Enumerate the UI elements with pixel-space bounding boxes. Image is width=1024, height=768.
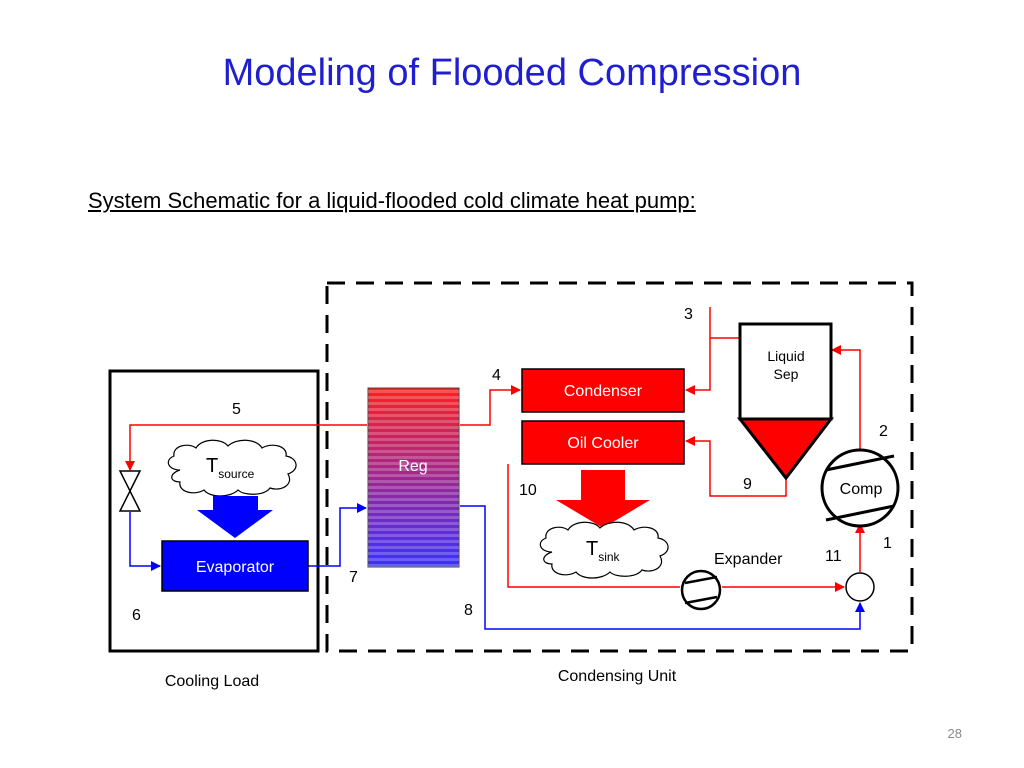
heat-in-arrow: [197, 496, 273, 538]
liquid-separator: [736, 322, 835, 481]
slide-title: Modeling of Flooded Compression: [222, 52, 802, 94]
t-source-label: Tsource: [206, 455, 255, 481]
compressor-label: Comp: [840, 481, 883, 498]
condenser-box: [521, 368, 685, 413]
state-point-7: 7: [349, 569, 358, 586]
cooling-load-label: Cooling Load: [165, 673, 259, 690]
condenser-label: Condenser: [564, 383, 643, 400]
cooling-load-box: [108, 369, 320, 653]
expander-label: Expander: [714, 551, 783, 568]
evaporator-label: Evaporator: [196, 559, 275, 576]
line-valve-to-evaporator: [129, 512, 161, 571]
state-point-11: 11: [825, 548, 842, 565]
expander-icon: [680, 569, 722, 611]
line-reg-to-condenser: [460, 385, 521, 426]
state-point-9: 9: [743, 476, 752, 493]
oil-cooler-box: [521, 420, 685, 465]
state-point-2: 2: [879, 423, 888, 440]
page-number: 28: [947, 726, 962, 741]
liquid-sep-label-line1: Liquid: [767, 348, 804, 364]
line-sep-to-oilcooler: [685, 436, 787, 497]
oil-cooler-label: Oil Cooler: [567, 435, 639, 452]
state-point-10: 10: [519, 482, 537, 499]
heat-out-arrow: [556, 470, 650, 528]
compressor-icon: [820, 448, 900, 528]
state-point-3: 3: [684, 306, 693, 323]
t-sink-cloud: Tsink: [539, 521, 669, 579]
expansion-valve-icon: [118, 470, 142, 512]
line-comp-to-sep: [831, 345, 861, 452]
line-sep-to-condenser: [685, 307, 740, 395]
state-point-4: 4: [492, 367, 501, 384]
t-sink-subscript: sink: [598, 550, 620, 564]
state-point-6: 6: [132, 607, 141, 624]
state-point-5: 5: [232, 401, 241, 418]
regenerator-label: Reg: [398, 458, 427, 475]
line-reg-to-valve: [125, 424, 367, 471]
state-point-8: 8: [464, 602, 473, 619]
condensing-unit-box: [325, 281, 914, 653]
regenerator-stripes: [368, 388, 459, 567]
mixing-point-icon: [845, 572, 875, 602]
slide-subtitle: System Schematic for a liquid-flooded co…: [88, 188, 696, 213]
liquid-sep-label-line2: Sep: [774, 366, 799, 382]
condensing-unit-label: Condensing Unit: [558, 668, 677, 685]
line-oilcooler-to-expander: [507, 464, 680, 588]
state-point-1: 1: [883, 535, 892, 552]
line-evaporator-to-reg: [308, 503, 367, 567]
t-sink-label: Tsink: [586, 538, 621, 564]
evaporator-box: [161, 540, 309, 592]
line-reg-to-mix: [460, 505, 865, 630]
t-source-cloud: Tsource: [167, 439, 297, 497]
t-source-subscript: source: [218, 467, 254, 481]
